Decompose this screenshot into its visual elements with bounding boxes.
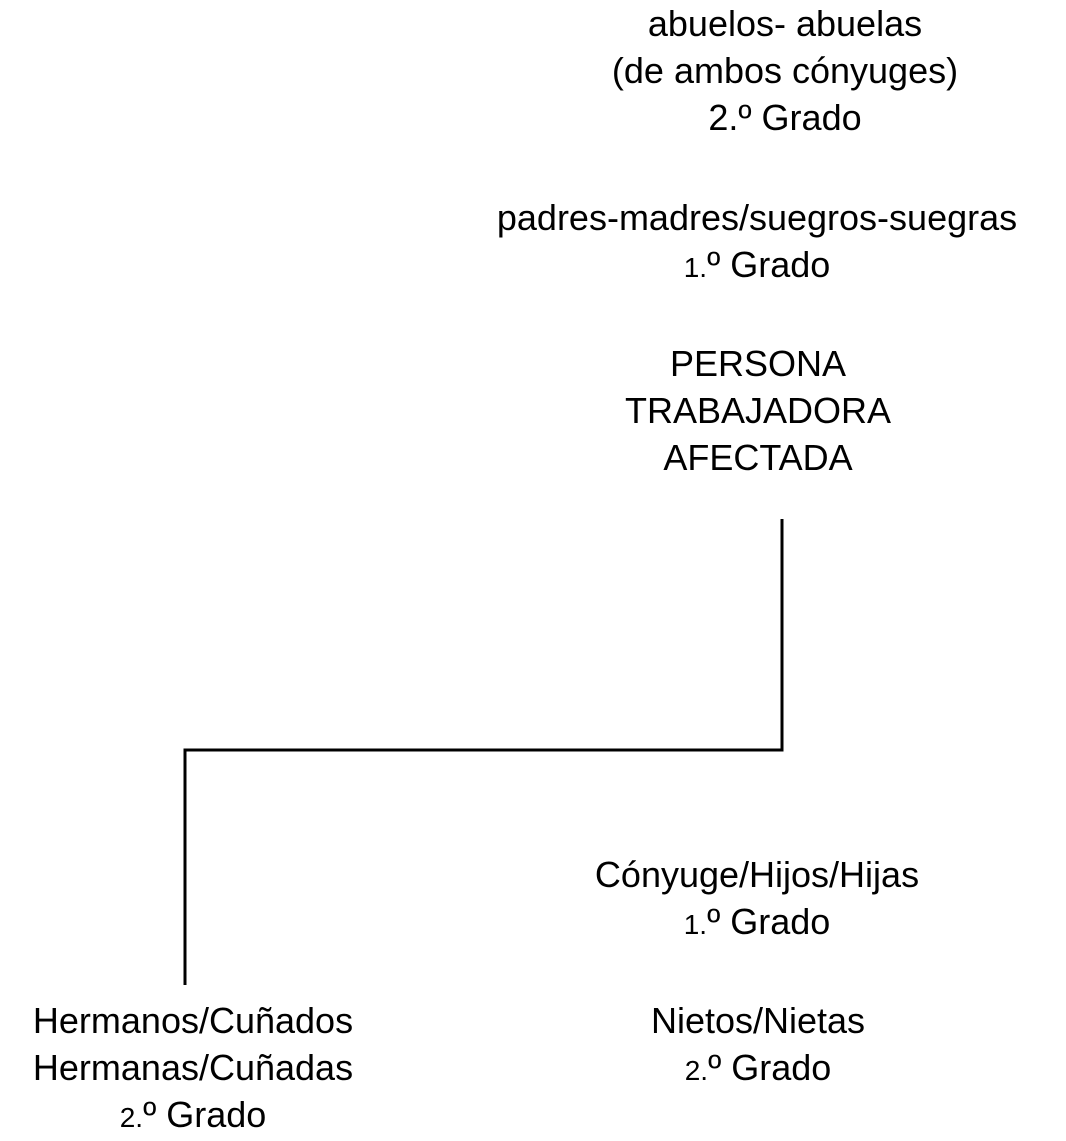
connector-line — [183, 519, 784, 985]
parents-grade: 1.º Grado — [455, 241, 1059, 291]
grandparents-label: abuelos- abuelas — [647, 3, 923, 44]
siblings-node: Hermanos/Cuñados Hermanas/Cuñadas 2.º Gr… — [0, 997, 386, 1141]
siblings-grade-text: º Grado — [143, 1094, 267, 1135]
affected-worker-node: PERSONA TRABAJADORA AFECTADA — [558, 340, 958, 481]
spouse-children-label: Cónyuge/Hijos/Hijas — [594, 854, 920, 895]
siblings-label-2: Hermanas/Cuñadas — [32, 1047, 354, 1088]
siblings-grade: 2.º Grado — [0, 1091, 386, 1141]
grandparents-grade-text: º Grado — [738, 97, 862, 138]
grandchildren-node: Nietos/Nietas 2.º Grado — [558, 997, 958, 1094]
parents-label: padres-madres/suegros-suegras — [496, 197, 1018, 238]
affected-worker-label-1: PERSONA — [669, 343, 847, 384]
grandparents-node: abuelos- abuelas (de ambos cónyuges) 2.º… — [585, 0, 985, 141]
parents-grade-number: 1. — [683, 252, 708, 283]
grandchildren-grade: 2.º Grado — [558, 1044, 958, 1094]
parents-grade-text: º Grado — [707, 244, 831, 285]
grandparents-sublabel: (de ambos cónyuges) — [611, 50, 959, 91]
grandparents-grade-number: 2. — [708, 97, 739, 138]
grandchildren-label: Nietos/Nietas — [650, 1000, 866, 1041]
affected-worker-label-3: AFECTADA — [663, 437, 853, 478]
grandchildren-grade-number: 2. — [684, 1055, 709, 1086]
siblings-label-1: Hermanos/Cuñados — [32, 1000, 354, 1041]
siblings-grade-number: 2. — [119, 1102, 144, 1133]
spouse-children-node: Cónyuge/Hijos/Hijas 1.º Grado — [557, 851, 957, 948]
grandchildren-grade-text: º Grado — [708, 1047, 832, 1088]
spouse-children-grade-text: º Grado — [707, 901, 831, 942]
affected-worker-label-2: TRABAJADORA — [624, 390, 892, 431]
spouse-children-grade: 1.º Grado — [557, 898, 957, 948]
spouse-children-grade-number: 1. — [683, 909, 708, 940]
parents-node: padres-madres/suegros-suegras 1.º Grado — [455, 194, 1059, 291]
grandparents-grade: 2.º Grado — [585, 94, 985, 141]
